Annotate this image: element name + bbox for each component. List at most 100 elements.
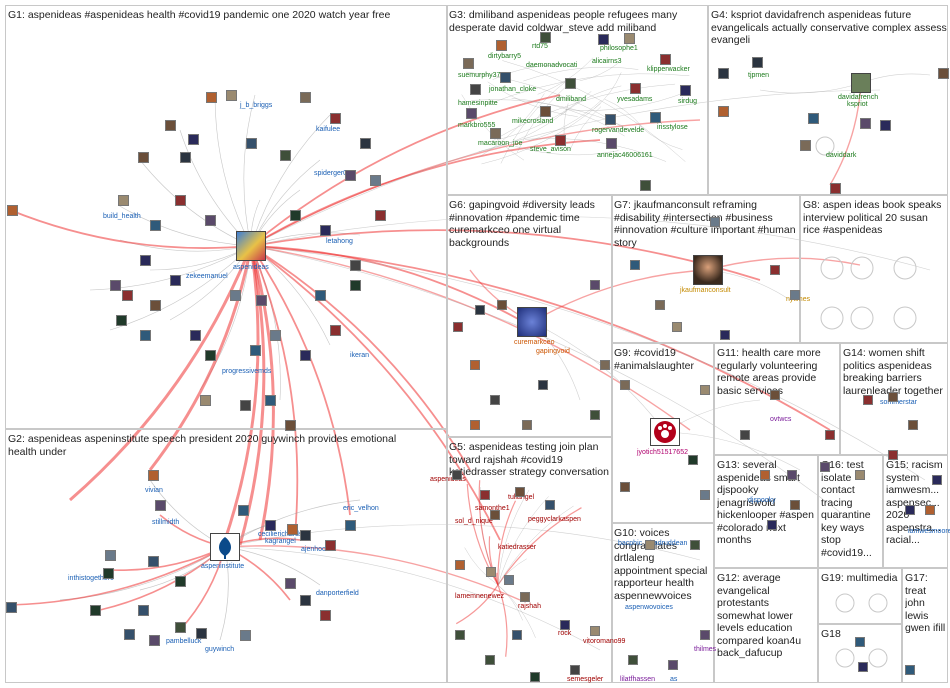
avatar-g5-3[interactable] xyxy=(545,500,555,510)
avatar-g1-16[interactable] xyxy=(110,280,121,291)
avatar-g5-1[interactable] xyxy=(480,490,490,500)
avatar-g7-4[interactable] xyxy=(790,290,800,300)
avatar-g1-41[interactable] xyxy=(375,210,386,221)
avatar-g6-8[interactable] xyxy=(590,410,600,420)
avatar-g2-20[interactable] xyxy=(320,610,331,621)
avatar-small-18[interactable] xyxy=(888,392,898,402)
avatar-g7-3[interactable] xyxy=(720,330,730,340)
avatar-g7-6[interactable] xyxy=(710,217,720,227)
avatar-g1-10[interactable] xyxy=(360,138,371,149)
avatar-g1-5[interactable] xyxy=(188,134,199,145)
avatar-g7-5[interactable] xyxy=(770,265,780,275)
avatar-g1-7[interactable] xyxy=(180,152,191,163)
avatar-g4-7[interactable] xyxy=(830,183,841,194)
avatar-g6-4[interactable] xyxy=(490,395,500,405)
avatar-g5-6[interactable] xyxy=(486,567,496,577)
avatar-g1-26[interactable] xyxy=(300,350,311,361)
avatar-small-9[interactable] xyxy=(668,660,678,670)
avatar-small-13[interactable] xyxy=(760,470,770,480)
avatar-g1-6[interactable] xyxy=(138,152,149,163)
avatar-g5-5[interactable] xyxy=(455,560,465,570)
avatar-g1-35[interactable] xyxy=(240,400,251,411)
avatar-g3-16[interactable] xyxy=(555,135,566,146)
avatar-g2-21[interactable] xyxy=(6,602,17,613)
avatar-g3-2[interactable] xyxy=(540,32,551,43)
avatar-g4-3[interactable] xyxy=(808,113,819,124)
avatar-g1-19[interactable] xyxy=(170,275,181,286)
avatar-g3-8[interactable] xyxy=(565,78,576,89)
avatar-g2-14[interactable] xyxy=(149,635,160,646)
avatar-small-26[interactable] xyxy=(905,665,915,675)
avatar-g1-8[interactable] xyxy=(246,138,257,149)
avatar-g5-13[interactable] xyxy=(590,626,600,636)
avatar-g1-18[interactable] xyxy=(150,300,161,311)
avatar-small-4[interactable] xyxy=(700,490,710,500)
avatar-g6-3[interactable] xyxy=(470,360,480,370)
avatar-g4-8[interactable] xyxy=(800,140,811,151)
avatar-g3-5[interactable] xyxy=(660,54,671,65)
avatar-g3-1[interactable] xyxy=(496,40,507,51)
avatar-g2-5[interactable] xyxy=(300,530,311,541)
avatar-g2-22[interactable] xyxy=(90,605,101,616)
avatar-g3-13[interactable] xyxy=(605,114,616,125)
avatar-g6-1[interactable] xyxy=(475,305,485,315)
avatar-g4-4[interactable] xyxy=(860,118,871,129)
avatar-g1-36[interactable] xyxy=(265,395,276,406)
hub-node-jkaufmanconsult[interactable] xyxy=(693,255,723,285)
hub-node-aspenideas[interactable] xyxy=(236,231,266,261)
avatar-g2-1[interactable] xyxy=(155,500,166,511)
avatar-g2-17[interactable] xyxy=(240,630,251,641)
avatar-small-23[interactable] xyxy=(932,475,942,485)
avatar-g1-37[interactable] xyxy=(285,420,296,431)
avatar-g2-3[interactable] xyxy=(265,520,276,531)
avatar-g1-12[interactable] xyxy=(150,220,161,231)
avatar-g1-42[interactable] xyxy=(7,205,18,216)
avatar-g5-2[interactable] xyxy=(515,487,525,497)
avatar-small-24[interactable] xyxy=(855,637,865,647)
avatar-g1-29[interactable] xyxy=(350,280,361,291)
avatar-g1-14[interactable] xyxy=(205,215,216,226)
avatar-small-20[interactable] xyxy=(888,450,898,460)
avatar-g5-15[interactable] xyxy=(530,672,540,682)
avatar-small-22[interactable] xyxy=(925,505,935,515)
avatar-g4-2[interactable] xyxy=(718,106,729,117)
avatar-g1-34[interactable] xyxy=(200,395,211,406)
avatar-g3-3[interactable] xyxy=(598,34,609,45)
avatar-g1-33[interactable] xyxy=(370,175,381,186)
avatar-g5-7[interactable] xyxy=(504,575,514,585)
avatar-g3-11[interactable] xyxy=(466,108,477,119)
avatar-g2-9[interactable] xyxy=(103,568,114,579)
avatar-g1-9[interactable] xyxy=(280,150,291,161)
avatar-g2-6[interactable] xyxy=(325,540,336,551)
avatar-g3-14[interactable] xyxy=(650,112,661,123)
avatar-g1-28[interactable] xyxy=(315,290,326,301)
avatar-g3-12[interactable] xyxy=(540,106,551,117)
hub-node-aspeninstitute[interactable] xyxy=(210,533,240,561)
avatar-g6-7[interactable] xyxy=(600,360,610,370)
hub-node-curemarkceo[interactable] xyxy=(517,307,547,337)
avatar-small-19[interactable] xyxy=(908,420,918,430)
avatar-g1-40[interactable] xyxy=(290,210,301,221)
avatar-small-28[interactable] xyxy=(767,520,777,530)
avatar-small-25[interactable] xyxy=(858,662,868,672)
avatar-g3-7[interactable] xyxy=(500,72,511,83)
avatar-g2-19[interactable] xyxy=(300,595,311,606)
avatar-g4-0[interactable] xyxy=(752,57,763,68)
avatar-small-21[interactable] xyxy=(905,505,915,515)
avatar-small-0[interactable] xyxy=(620,380,630,390)
avatar-g5-12[interactable] xyxy=(560,620,570,630)
avatar-g3-10[interactable] xyxy=(680,85,691,96)
avatar-g1-2[interactable] xyxy=(300,92,311,103)
avatar-g3-4[interactable] xyxy=(624,33,635,44)
avatar-g5-10[interactable] xyxy=(485,655,495,665)
avatar-g3-9[interactable] xyxy=(630,83,641,94)
avatar-g1-27[interactable] xyxy=(330,325,341,336)
avatar-g3-17[interactable] xyxy=(606,138,617,149)
hub-node-davidafrench[interactable] xyxy=(851,73,871,93)
avatar-g1-13[interactable] xyxy=(175,195,186,206)
avatar-g2-15[interactable] xyxy=(175,622,186,633)
avatar-g1-0[interactable] xyxy=(206,92,217,103)
avatar-small-16[interactable] xyxy=(855,470,865,480)
avatar-g2-10[interactable] xyxy=(148,556,159,567)
avatar-g4-5[interactable] xyxy=(880,120,891,131)
